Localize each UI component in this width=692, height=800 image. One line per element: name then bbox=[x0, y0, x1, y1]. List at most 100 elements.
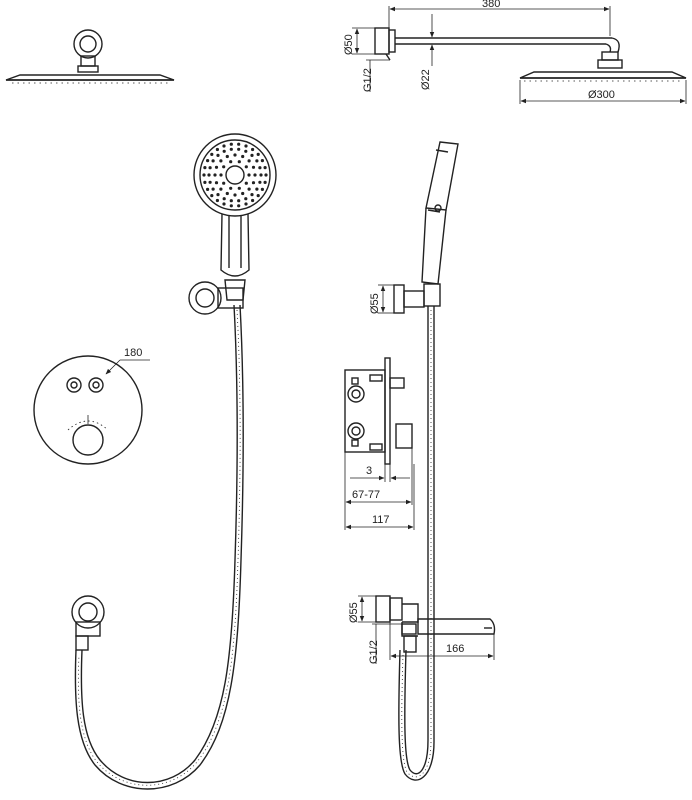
dimension-box-width: 117 bbox=[345, 464, 415, 530]
dim-label-pipe: Ø22 bbox=[420, 69, 432, 90]
hand-shower-side-view bbox=[421, 141, 459, 285]
dimension-380: 380 bbox=[388, 0, 611, 36]
nozzle-dot bbox=[244, 181, 248, 185]
nozzle-dot bbox=[251, 147, 255, 152]
nozzle-dot bbox=[255, 187, 259, 191]
nozzle-dot bbox=[264, 173, 268, 177]
nozzle-dot bbox=[203, 166, 207, 170]
nozzle-dot bbox=[251, 165, 256, 169]
dim-label-spout-flange: Ø55 bbox=[348, 602, 360, 623]
nozzle-dot bbox=[247, 159, 251, 163]
nozzle-dot bbox=[247, 173, 251, 177]
nozzle-dot bbox=[237, 204, 241, 208]
dimension-spout-flange: Ø55 bbox=[348, 595, 376, 623]
nozzle-dot bbox=[215, 198, 219, 203]
wall-outlet-front-view bbox=[71, 595, 105, 651]
dim-label-thread-bottom: G1/2 bbox=[368, 640, 380, 664]
nozzle-dot bbox=[207, 173, 211, 177]
dim-label-depth-range: 67-77 bbox=[352, 489, 380, 501]
nozzle-dot bbox=[233, 153, 237, 157]
holder-side-view bbox=[393, 283, 441, 314]
nozzle-dot bbox=[206, 187, 210, 191]
nozzle-dot bbox=[237, 142, 241, 146]
nozzle-dot bbox=[259, 173, 263, 177]
nozzle-dot bbox=[208, 180, 212, 184]
dim-label-spout-length: 166 bbox=[446, 643, 464, 655]
nozzle-dot bbox=[219, 187, 223, 191]
dimension-pipe: Ø22 bbox=[420, 14, 435, 90]
wall-arm-side-view bbox=[374, 27, 687, 82]
nozzle-dot bbox=[216, 153, 220, 157]
nozzle-dot bbox=[210, 152, 214, 156]
hand-shower-nozzles bbox=[202, 142, 268, 208]
nozzle-dot bbox=[258, 166, 262, 170]
dimension-spout-length: 166 bbox=[389, 622, 495, 660]
nozzle-dot bbox=[211, 159, 215, 163]
nozzle-dot bbox=[229, 204, 233, 208]
dimension-head: Ø300 bbox=[519, 80, 687, 104]
dimension-thread-bottom: G1/2 bbox=[368, 623, 402, 664]
nozzle-dot bbox=[244, 165, 248, 169]
dim-label-depth-small: 3 bbox=[366, 465, 372, 477]
nozzle-dot bbox=[222, 144, 226, 148]
nozzle-dot bbox=[213, 173, 217, 177]
control-plate-front-view bbox=[33, 355, 143, 465]
nozzle-dot bbox=[241, 191, 245, 196]
nozzle-dot bbox=[256, 194, 260, 198]
nozzle-dot bbox=[253, 173, 257, 177]
nozzle-dot bbox=[250, 193, 254, 197]
nozzle-dot bbox=[247, 187, 251, 191]
dim-label-box-width: 117 bbox=[372, 514, 390, 526]
nozzle-dot bbox=[260, 187, 264, 191]
nozzle-dot bbox=[229, 142, 233, 146]
nozzle-dot bbox=[210, 194, 214, 198]
shower-hose-front bbox=[74, 304, 244, 790]
nozzle-dot bbox=[222, 149, 226, 153]
nozzle-dot bbox=[244, 197, 248, 201]
nozzle-dot bbox=[237, 199, 241, 203]
dim-label-head: Ø300 bbox=[588, 89, 615, 101]
dim-label-holder: Ø55 bbox=[369, 293, 381, 314]
nozzle-dot bbox=[263, 180, 267, 184]
nozzle-dot bbox=[214, 165, 219, 169]
nozzle-dot bbox=[222, 181, 226, 185]
nozzle-dot bbox=[255, 159, 259, 163]
nozzle-dot bbox=[237, 186, 241, 190]
nozzle-dot bbox=[222, 202, 226, 206]
nozzle-dot bbox=[260, 159, 264, 163]
dim-label-380: 380 bbox=[482, 0, 500, 10]
dimension-holder: Ø55 bbox=[369, 284, 394, 314]
nozzle-dot bbox=[202, 173, 206, 177]
nozzle-dot bbox=[250, 153, 254, 157]
nozzle-dot bbox=[244, 144, 248, 148]
nozzle-dot bbox=[211, 187, 215, 191]
dim-label-thread-top: G1/2 bbox=[362, 68, 374, 92]
spout-side-view bbox=[375, 595, 496, 653]
nozzle-dot bbox=[229, 147, 233, 151]
nozzle-dot bbox=[222, 165, 226, 169]
nozzle-dot bbox=[251, 198, 255, 203]
nozzle-dot bbox=[206, 159, 210, 163]
dimension-thread-top: G1/2 bbox=[362, 59, 390, 92]
shower-hose-side bbox=[398, 306, 435, 781]
dimension-depth-range: 67-77 bbox=[344, 448, 413, 530]
nozzle-dot bbox=[229, 186, 233, 190]
nozzle-dot bbox=[237, 160, 241, 164]
dimension-flange: Ø50 bbox=[343, 27, 375, 55]
nozzle-dot bbox=[241, 154, 245, 159]
nozzle-dot bbox=[256, 152, 260, 156]
rain-head-front-view bbox=[5, 29, 175, 84]
dimension-plate: 180 bbox=[105, 347, 150, 375]
nozzle-dot bbox=[203, 180, 207, 184]
nozzle-dot bbox=[233, 193, 237, 197]
nozzle-dot bbox=[229, 199, 233, 203]
nozzle-dot bbox=[225, 191, 229, 196]
nozzle-dot bbox=[208, 166, 212, 170]
nozzle-dot bbox=[216, 193, 220, 197]
nozzle-dot bbox=[237, 147, 241, 151]
nozzle-dot bbox=[215, 147, 219, 152]
dimension-depth-small: 3 bbox=[350, 452, 410, 482]
dim-label-plate: 180 bbox=[124, 347, 142, 359]
nozzle-dot bbox=[244, 149, 248, 153]
